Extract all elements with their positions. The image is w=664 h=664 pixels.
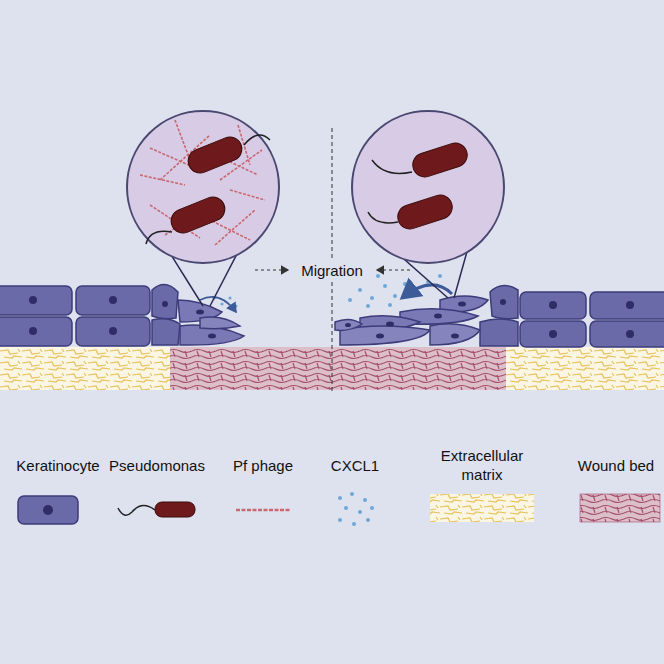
legend-label: CXCL1: [315, 456, 395, 475]
divider-line: [332, 128, 333, 392]
keratinocyte-layer: [335, 285, 664, 347]
migration-arrow: [255, 269, 288, 270]
migration-arrow: [377, 269, 410, 270]
legend-label: Pf phage: [218, 456, 308, 475]
migration-label: Migration: [298, 261, 366, 280]
legend-label: Keratinocyte: [3, 456, 113, 475]
legend-label: Extracellular matrix: [427, 446, 537, 484]
keratinocyte-layer: [0, 284, 244, 346]
magnified-view: [352, 111, 504, 263]
legend-label: Wound bed: [571, 456, 661, 475]
wound-bed: [170, 347, 506, 390]
nuclei: [29, 296, 216, 339]
secretion-arrow: [402, 285, 452, 298]
legend-label: Pseudomonas: [102, 456, 212, 475]
secretion-arrow: [200, 297, 236, 312]
legend-icons: [18, 492, 660, 526]
nuclei: [345, 299, 634, 339]
magnified-view: [127, 111, 279, 263]
